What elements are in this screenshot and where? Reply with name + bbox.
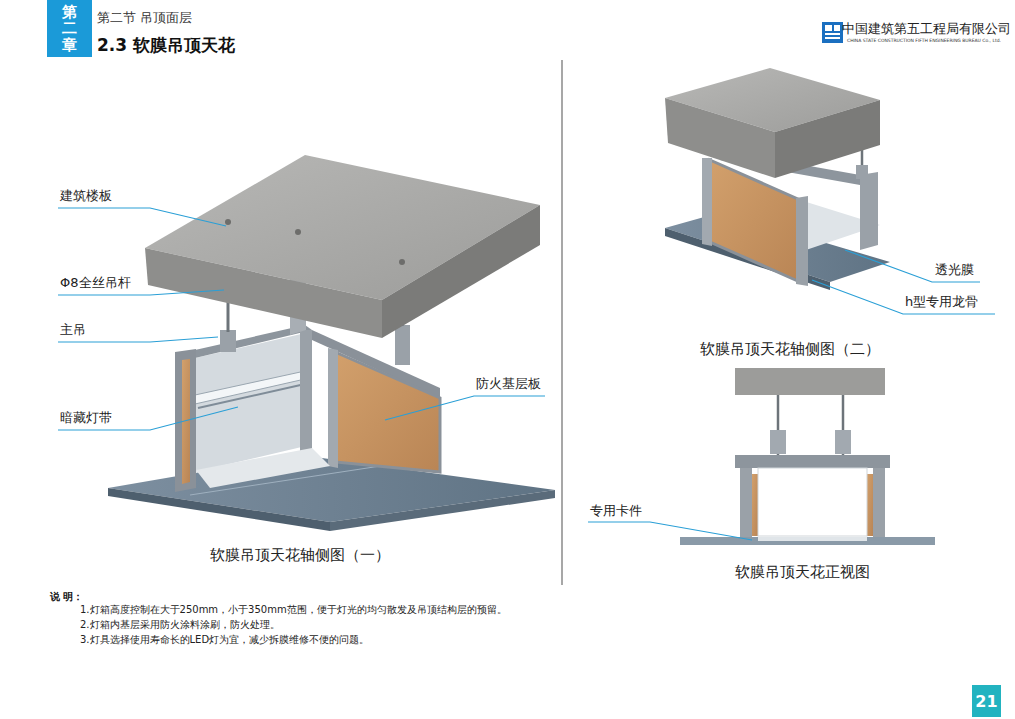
part-label: 专用卡件 xyxy=(590,503,642,519)
notes-heading: 说 明： xyxy=(50,591,83,603)
company-name-en: CHINA STATE CONSTRUCTION FIFTH ENGINEERI… xyxy=(847,38,1001,43)
part-label: 建筑楼板 xyxy=(60,188,112,204)
chapter-tab: 第二章 xyxy=(47,0,92,57)
axonometric-view-1 xyxy=(108,155,555,531)
figure-caption: 软膜吊顶天花轴侧图（二） xyxy=(700,340,880,358)
section-heading: 第二节 吊顶面层 xyxy=(97,10,192,26)
figure-caption: 软膜吊顶天花轴侧图（一） xyxy=(210,546,390,564)
part-label: 主吊 xyxy=(60,322,86,338)
logo-icon xyxy=(822,22,843,43)
leader-lines xyxy=(58,208,545,430)
note-text: 2.灯箱内基层采用防火涂料涂刷，防火处理。 xyxy=(80,619,280,631)
chapter-label: 第二章 xyxy=(62,4,77,54)
part-label: 透光膜 xyxy=(935,262,974,278)
page-number-text: 21 xyxy=(975,692,997,711)
company-name: 中国建筑第五工程局有限公司 xyxy=(842,21,1011,37)
part-label: 暗藏灯带 xyxy=(60,410,112,426)
part-label: h型专用龙骨 xyxy=(905,294,978,310)
note-text: 1.灯箱高度控制在大于250mm，小于350mm范围，便于灯光的均匀散发及吊顶结… xyxy=(80,604,507,616)
divider xyxy=(561,60,563,585)
front-view xyxy=(680,368,935,545)
leader-lines xyxy=(812,250,995,314)
axonometric-view-2 xyxy=(665,68,890,290)
figure-caption: 软膜吊顶天花正视图 xyxy=(735,563,870,581)
part-label: 防火基层板 xyxy=(476,376,541,392)
part-label: Φ8全丝吊杆 xyxy=(60,275,131,291)
note-text: 3.灯具选择使用寿命长的LED灯为宜，减少拆膜维修不便的问题。 xyxy=(80,634,369,646)
page-number: 21 xyxy=(972,685,1001,717)
leader-line xyxy=(588,522,752,540)
page-title: 2.3 软膜吊顶天花 xyxy=(97,35,235,55)
